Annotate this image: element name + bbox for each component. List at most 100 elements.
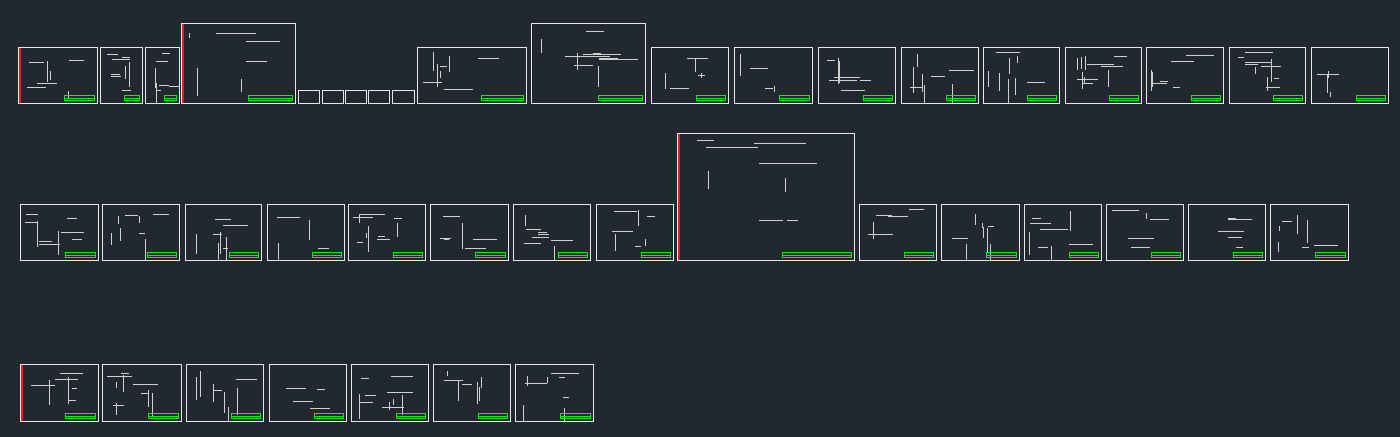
drawing-sheet[interactable] bbox=[20, 364, 99, 422]
drawing-sheet[interactable] bbox=[1311, 47, 1389, 104]
drawing-sheet[interactable] bbox=[392, 90, 415, 104]
drawing-linework bbox=[71, 239, 82, 241]
title-block bbox=[1232, 252, 1263, 258]
drawing-sheet[interactable] bbox=[983, 47, 1060, 104]
drawing-sheet[interactable] bbox=[351, 364, 429, 422]
drawing-sheet[interactable] bbox=[181, 23, 296, 104]
drawing-sheet[interactable] bbox=[531, 23, 646, 104]
drawing-sheet[interactable] bbox=[345, 90, 367, 104]
drawing-sheet[interactable] bbox=[515, 364, 594, 422]
drawing-linework bbox=[153, 213, 170, 215]
drawing-linework bbox=[444, 379, 463, 381]
drawing-linework bbox=[1274, 78, 1280, 80]
title-block bbox=[480, 95, 524, 101]
drawing-sheet[interactable] bbox=[677, 133, 855, 261]
drawing-linework bbox=[1101, 66, 1124, 68]
drawing-sheet[interactable] bbox=[18, 47, 98, 104]
drawing-linework bbox=[1245, 52, 1273, 54]
drawing-linework bbox=[68, 377, 70, 404]
drawing-sheet[interactable] bbox=[941, 204, 1020, 261]
drawing-sheet[interactable] bbox=[1188, 204, 1266, 261]
drawing-linework bbox=[638, 209, 640, 226]
drawing-linework bbox=[1186, 54, 1201, 56]
drawing-sheet[interactable] bbox=[20, 204, 99, 261]
drawing-linework bbox=[36, 221, 38, 248]
drawing-linework bbox=[222, 248, 228, 250]
drawing-sheet[interactable] bbox=[1106, 204, 1184, 261]
drawing-linework bbox=[1254, 67, 1256, 75]
drawing-sheet[interactable] bbox=[298, 90, 320, 104]
drawing-linework bbox=[859, 80, 872, 82]
drawing-linework bbox=[361, 377, 370, 379]
title-block bbox=[695, 95, 726, 101]
drawing-sheet[interactable] bbox=[322, 90, 344, 104]
drawing-linework bbox=[227, 406, 229, 421]
drawing-linework bbox=[277, 242, 279, 260]
title-block bbox=[1068, 252, 1099, 258]
drawing-sheet[interactable] bbox=[734, 47, 813, 104]
drawing-linework bbox=[765, 87, 773, 89]
drawing-linework bbox=[888, 216, 909, 218]
drawing-sheet[interactable] bbox=[1270, 204, 1349, 261]
title-block bbox=[1273, 95, 1303, 101]
drawing-sheet[interactable] bbox=[859, 204, 937, 261]
drawing-linework bbox=[120, 373, 130, 375]
drawing-linework bbox=[1327, 70, 1329, 79]
drawing-sheet[interactable] bbox=[1065, 47, 1142, 104]
drawing-sheet[interactable] bbox=[818, 47, 896, 104]
drawing-linework bbox=[1186, 55, 1215, 57]
drawing-sheet[interactable] bbox=[100, 47, 143, 104]
drawing-linework bbox=[440, 71, 442, 78]
drawing-linework bbox=[1029, 232, 1031, 255]
drawing-linework bbox=[154, 67, 156, 89]
sheet-marker bbox=[182, 24, 184, 103]
drawing-sheet[interactable] bbox=[1229, 47, 1306, 104]
drawing-linework bbox=[753, 143, 807, 145]
drawing-sheet[interactable] bbox=[102, 364, 182, 422]
drawing-sheet[interactable] bbox=[1024, 204, 1102, 261]
drawing-sheet[interactable] bbox=[186, 364, 264, 422]
drawing-linework bbox=[442, 216, 461, 218]
drawing-linework bbox=[525, 383, 548, 385]
drawing-linework bbox=[1029, 222, 1051, 224]
drawing-linework bbox=[68, 59, 84, 61]
drawing-linework bbox=[546, 376, 548, 383]
drawing-linework bbox=[585, 30, 604, 32]
drawing-linework bbox=[1150, 219, 1170, 221]
drawing-sheet[interactable] bbox=[267, 204, 345, 261]
title-block bbox=[247, 95, 293, 101]
drawing-linework bbox=[1277, 241, 1279, 253]
title-block bbox=[313, 413, 344, 419]
drawing-sheet[interactable] bbox=[430, 204, 509, 261]
drawing-linework bbox=[1146, 213, 1148, 219]
drawing-linework bbox=[574, 64, 593, 66]
drawing-linework bbox=[439, 238, 452, 240]
drawing-linework bbox=[67, 218, 77, 220]
drawing-linework bbox=[155, 82, 157, 103]
drawing-sheet[interactable] bbox=[1146, 47, 1224, 104]
drawing-sheet[interactable] bbox=[433, 364, 511, 422]
drawing-sheet[interactable] bbox=[348, 204, 426, 261]
drawing-linework bbox=[924, 84, 926, 103]
drawing-sheet[interactable] bbox=[145, 47, 180, 104]
drawing-linework bbox=[540, 38, 542, 54]
drawing-linework bbox=[54, 378, 79, 380]
drawing-sheet[interactable] bbox=[513, 204, 591, 261]
drawing-linework bbox=[113, 405, 125, 407]
drawing-linework bbox=[784, 177, 786, 192]
drawing-linework bbox=[873, 222, 875, 239]
drawing-linework bbox=[214, 218, 231, 220]
drawing-sheet[interactable] bbox=[901, 47, 979, 104]
drawing-linework bbox=[686, 58, 708, 60]
drawing-sheet[interactable] bbox=[368, 90, 390, 104]
drawing-sheet[interactable] bbox=[596, 204, 674, 261]
drawing-sheet[interactable] bbox=[269, 364, 347, 422]
drawing-sheet[interactable] bbox=[651, 47, 729, 104]
drawing-linework bbox=[353, 217, 373, 219]
drawing-sheet[interactable] bbox=[417, 47, 527, 104]
drawing-linework bbox=[196, 68, 198, 96]
drawing-linework bbox=[1261, 65, 1281, 67]
drawing-sheet[interactable] bbox=[185, 204, 262, 261]
drawing-sheet[interactable] bbox=[102, 204, 180, 261]
